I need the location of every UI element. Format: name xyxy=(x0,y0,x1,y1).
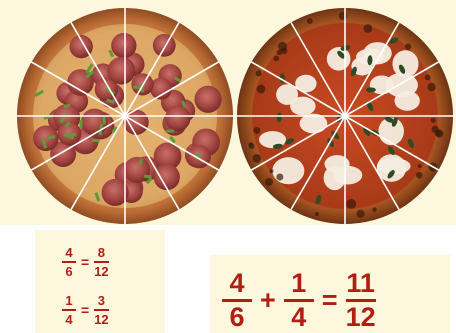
salami-slice xyxy=(150,77,172,99)
fraction: 4 6 xyxy=(62,246,76,278)
salami-slice xyxy=(194,86,221,113)
char-spot xyxy=(274,56,280,62)
salami-slice xyxy=(165,106,191,132)
salami-slice xyxy=(154,164,180,190)
plus-sign: + xyxy=(260,287,276,314)
mozzarella xyxy=(272,157,304,184)
fraction: 3 12 xyxy=(94,294,108,326)
pepperoni-pizza xyxy=(17,8,233,224)
char-spot xyxy=(253,154,262,163)
char-spot xyxy=(307,18,313,24)
salami-slice xyxy=(107,57,135,85)
char-spot xyxy=(269,169,273,173)
margherita-pizza xyxy=(237,8,453,224)
fraction: 8 12 xyxy=(94,246,108,278)
char-spot xyxy=(425,75,431,81)
char-spot xyxy=(249,143,255,149)
mozzarella xyxy=(327,47,351,71)
fraction: 1 4 xyxy=(62,294,76,326)
char-spot xyxy=(253,127,260,134)
char-spot xyxy=(265,178,273,186)
fraction: 11 12 xyxy=(346,270,376,331)
char-spot xyxy=(418,164,422,168)
char-spot xyxy=(276,173,283,180)
sum-equation: 4 6 + 1 4 = 11 12 xyxy=(222,270,376,331)
char-spot xyxy=(364,24,373,33)
fraction: 4 6 xyxy=(222,270,252,331)
salami-slice xyxy=(153,34,176,57)
pepper-piece xyxy=(79,120,82,128)
char-spot xyxy=(346,199,356,209)
equation-1-4-equals-3-12: 1 4 = 3 12 xyxy=(62,294,109,326)
pepper-piece xyxy=(166,129,174,132)
equals-sign: = xyxy=(322,287,338,314)
char-spot xyxy=(278,42,287,51)
char-spot xyxy=(427,83,435,91)
salami-slice xyxy=(124,157,150,183)
char-spot xyxy=(416,172,423,179)
char-spot xyxy=(431,118,436,123)
salami-slice xyxy=(58,122,82,146)
mozzarella xyxy=(333,166,362,185)
equals-sign: = xyxy=(81,303,89,317)
char-spot xyxy=(372,207,377,212)
char-spot xyxy=(435,129,443,137)
char-spot xyxy=(315,212,319,216)
pepper-piece xyxy=(103,117,106,125)
mozzarella xyxy=(394,91,419,111)
fraction: 1 4 xyxy=(284,270,314,331)
char-spot xyxy=(356,210,364,218)
pizzas-drawing xyxy=(0,0,456,225)
equals-sign: = xyxy=(81,255,89,269)
pepper-piece xyxy=(133,86,140,89)
salami-slice xyxy=(111,33,136,58)
char-spot xyxy=(256,70,262,76)
char-spot xyxy=(405,43,411,49)
char-spot xyxy=(257,85,266,94)
equation-4-6-equals-8-12: 4 6 = 8 12 xyxy=(62,246,109,278)
